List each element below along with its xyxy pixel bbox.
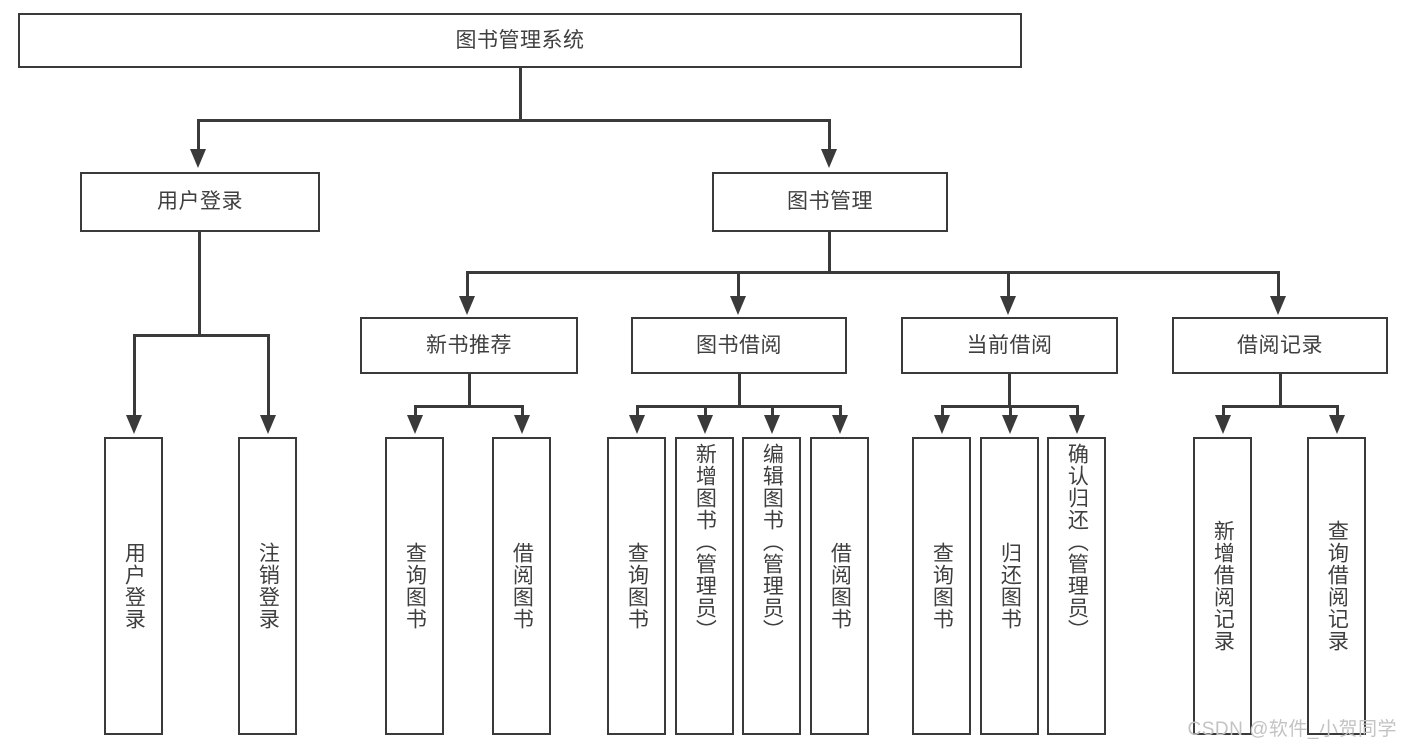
leaf-book-borrow-2[interactable]: 编辑图书（管理员） <box>742 437 801 735</box>
node-label: 借阅图书 <box>510 542 534 630</box>
node-root-system[interactable]: 图书管理系统 <box>18 13 1022 68</box>
edge-current-borrow-child-0 <box>941 405 944 417</box>
edge-root-bus <box>197 119 831 122</box>
node-label: 编辑图书（管理员） <box>760 443 784 641</box>
edge-book-borrow-bus <box>636 405 841 408</box>
edge-to-new-book-recommend <box>466 271 469 297</box>
edge-to-current-borrow <box>1007 271 1010 297</box>
node-label: 图书管理 <box>787 190 873 214</box>
node-label: 图书管理系统 <box>455 28 585 52</box>
arrow-current-borrow-child-0 <box>934 415 950 434</box>
node-label: 新增图书（管理员） <box>693 443 717 641</box>
arrow-current-borrow-child-2 <box>1069 415 1085 434</box>
edge-book-manage-bus <box>466 271 1280 274</box>
node-label: 新书推荐 <box>426 333 512 357</box>
node-label: 查询图书 <box>930 542 954 630</box>
arrow-current-borrow-child-1 <box>1002 415 1018 434</box>
edge-user-login-child-1 <box>267 334 270 416</box>
node-label: 查询图书 <box>403 542 427 630</box>
leaf-user-login-0[interactable]: 用户登录 <box>104 437 163 735</box>
arrow-book-borrow-child-3 <box>832 415 848 434</box>
edge-book-borrow-stem <box>738 374 741 407</box>
leaf-book-borrow-0[interactable]: 查询图书 <box>607 437 666 735</box>
edge-root-to-book-manage <box>828 119 831 151</box>
node-book-manage[interactable]: 图书管理 <box>712 172 948 232</box>
node-label: 借阅记录 <box>1237 333 1323 357</box>
leaf-current-borrow-0[interactable]: 查询图书 <box>912 437 971 735</box>
node-label: 查询图书 <box>625 542 649 630</box>
watermark: CSDN @软件_小贺同学 <box>1187 719 1397 740</box>
node-label: 注销登录 <box>256 542 280 630</box>
edge-borrow-record-child-0 <box>1222 405 1225 417</box>
arrow-to-current-borrow <box>1000 296 1016 315</box>
node-label: 用户登录 <box>157 190 243 214</box>
edge-to-book-borrow <box>737 271 740 297</box>
arrow-borrow-record-child-0 <box>1215 415 1231 434</box>
arrow-new-book-recommend-child-1 <box>514 415 530 434</box>
arrow-to-user-login <box>190 149 206 168</box>
node-label: 借阅图书 <box>828 542 852 630</box>
node-new-book-recommend[interactable]: 新书推荐 <box>360 317 578 374</box>
leaf-new-book-recommend-0[interactable]: 查询图书 <box>385 437 444 735</box>
leaf-current-borrow-1[interactable]: 归还图书 <box>980 437 1039 735</box>
edge-book-manage-stem <box>828 232 831 273</box>
node-borrow-record[interactable]: 借阅记录 <box>1172 317 1388 374</box>
node-label: 确认归还（管理员） <box>1065 443 1089 641</box>
node-current-borrow[interactable]: 当前借阅 <box>901 317 1118 374</box>
arrow-book-borrow-child-0 <box>629 415 645 434</box>
arrow-book-borrow-child-1 <box>697 415 713 434</box>
edge-current-borrow-child-1 <box>1009 405 1012 417</box>
node-label: 查询借阅记录 <box>1325 520 1349 652</box>
node-user-login[interactable]: 用户登录 <box>80 172 320 232</box>
edge-new-book-recommend-stem <box>468 374 471 407</box>
edge-book-borrow-child-0 <box>636 405 639 417</box>
node-label: 当前借阅 <box>966 333 1053 357</box>
edge-new-book-recommend-child-1 <box>521 405 524 417</box>
node-label: 图书借阅 <box>696 333 782 357</box>
leaf-book-borrow-3[interactable]: 借阅图书 <box>810 437 869 735</box>
leaf-borrow-record-0[interactable]: 新增借阅记录 <box>1193 437 1252 735</box>
arrow-user-login-child-1 <box>260 415 276 434</box>
node-label: 用户登录 <box>122 542 146 630</box>
node-label: 新增借阅记录 <box>1211 520 1235 652</box>
edge-root-to-user-login <box>197 119 200 151</box>
edge-book-borrow-child-2 <box>771 405 774 417</box>
arrow-to-book-manage <box>821 149 837 168</box>
edge-book-borrow-child-1 <box>704 405 707 417</box>
edge-borrow-record-stem <box>1279 374 1282 407</box>
arrow-borrow-record-child-1 <box>1329 415 1345 434</box>
arrow-to-book-borrow <box>730 296 746 315</box>
edge-user-login-bus <box>133 334 270 337</box>
leaf-borrow-record-1[interactable]: 查询借阅记录 <box>1307 437 1366 735</box>
arrow-to-new-book-recommend <box>459 296 475 315</box>
edge-new-book-recommend-child-0 <box>414 405 417 417</box>
edge-user-login-child-0 <box>133 334 136 416</box>
leaf-user-login-1[interactable]: 注销登录 <box>238 437 297 735</box>
edge-current-borrow-stem <box>1008 374 1011 407</box>
arrow-book-borrow-child-2 <box>764 415 780 434</box>
edge-to-borrow-record <box>1277 271 1280 297</box>
edge-root-stem <box>519 68 522 121</box>
edge-book-borrow-child-3 <box>839 405 842 417</box>
arrow-new-book-recommend-child-0 <box>407 415 423 434</box>
arrow-user-login-child-0 <box>126 415 142 434</box>
leaf-current-borrow-2[interactable]: 确认归还（管理员） <box>1047 437 1106 735</box>
node-label: 归还图书 <box>998 542 1022 630</box>
arrow-to-borrow-record <box>1270 296 1286 315</box>
edge-borrow-record-bus <box>1222 405 1339 408</box>
edge-borrow-record-child-1 <box>1336 405 1339 417</box>
leaf-book-borrow-1[interactable]: 新增图书（管理员） <box>675 437 734 735</box>
edge-new-book-recommend-bus <box>414 405 524 408</box>
edge-user-login-stem <box>198 232 201 336</box>
leaf-new-book-recommend-1[interactable]: 借阅图书 <box>492 437 551 735</box>
edge-current-borrow-child-2 <box>1076 405 1079 417</box>
node-book-borrow[interactable]: 图书借阅 <box>631 317 847 374</box>
